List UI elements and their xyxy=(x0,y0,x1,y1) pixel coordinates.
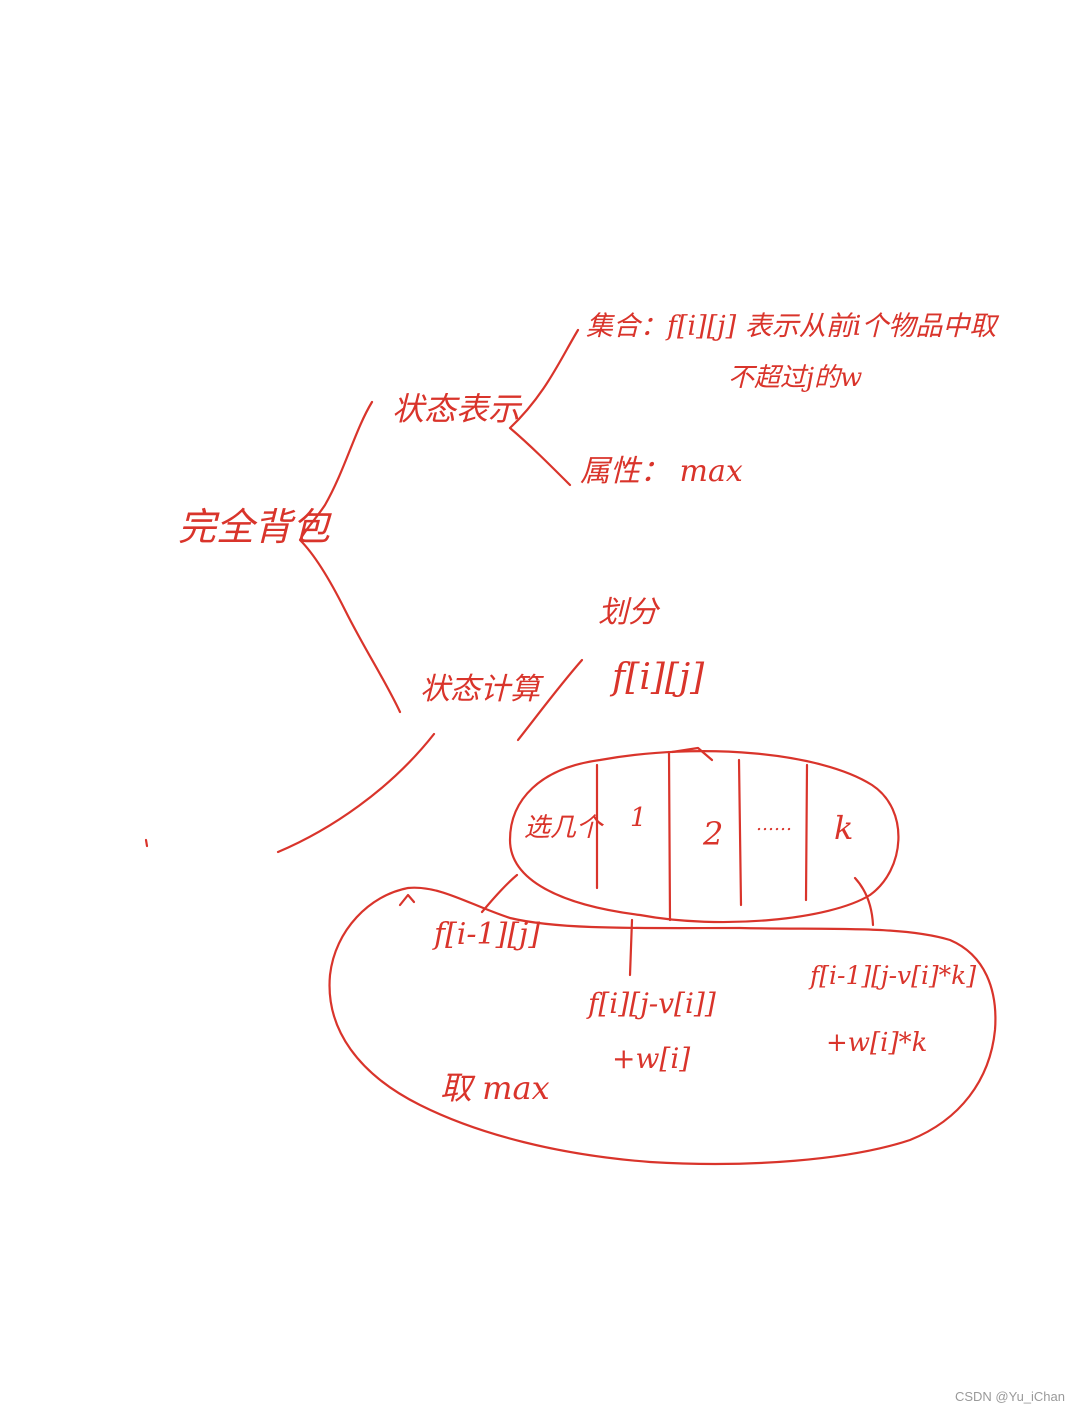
partition-oval-notch xyxy=(670,746,714,762)
tick-mark xyxy=(144,838,149,848)
watermark: CSDN @Yu_iChan xyxy=(954,1389,1065,1404)
state-calc-line-left xyxy=(276,732,436,854)
root-label: 完全背包 xyxy=(178,505,331,549)
connector-one xyxy=(628,918,634,977)
partition-cell-2: 2 xyxy=(703,815,724,853)
partition-cell-k: k xyxy=(834,809,854,847)
state-calc-line-right xyxy=(516,658,584,742)
set-line1: 集合：f[i][j] 表示从前i个物品中取 xyxy=(586,311,997,342)
partition-cell-ellipsis: …… xyxy=(756,814,792,835)
set-line2: 不超过j的w xyxy=(728,363,863,393)
partition-divider-3 xyxy=(737,758,743,907)
partition-divider-2 xyxy=(667,750,672,922)
partition-row-label: 选几个 xyxy=(524,813,603,843)
term-k-line2: +w[i]*k xyxy=(826,1028,928,1058)
divide-formula: f[i][j] xyxy=(612,657,705,698)
partition-cell-1: 1 xyxy=(630,803,647,833)
partition-divider-4 xyxy=(804,763,809,902)
connector-skip xyxy=(480,873,519,914)
state-calc-label: 状态计算 xyxy=(420,672,540,707)
connector-k xyxy=(853,876,875,927)
term-one-line2: +w[i] xyxy=(612,1042,691,1075)
blob-tail-mark xyxy=(398,893,416,907)
root-brace xyxy=(298,400,402,714)
state-repr-label: 状态表示 xyxy=(392,390,521,428)
partition-oval xyxy=(508,750,900,924)
term-one-line1: f[i][j-v[i]] xyxy=(588,987,716,1020)
attribute-label: 属性： max xyxy=(580,454,743,489)
term-k-line1: f[i-1][j-v[i]*k] xyxy=(810,961,977,990)
state-repr-brace xyxy=(508,328,580,487)
result-label: 取 max xyxy=(440,1069,550,1107)
divide-label: 划分 xyxy=(598,595,658,630)
result-blob xyxy=(328,886,997,1166)
term-skip: f[i-1][j] xyxy=(434,917,541,952)
